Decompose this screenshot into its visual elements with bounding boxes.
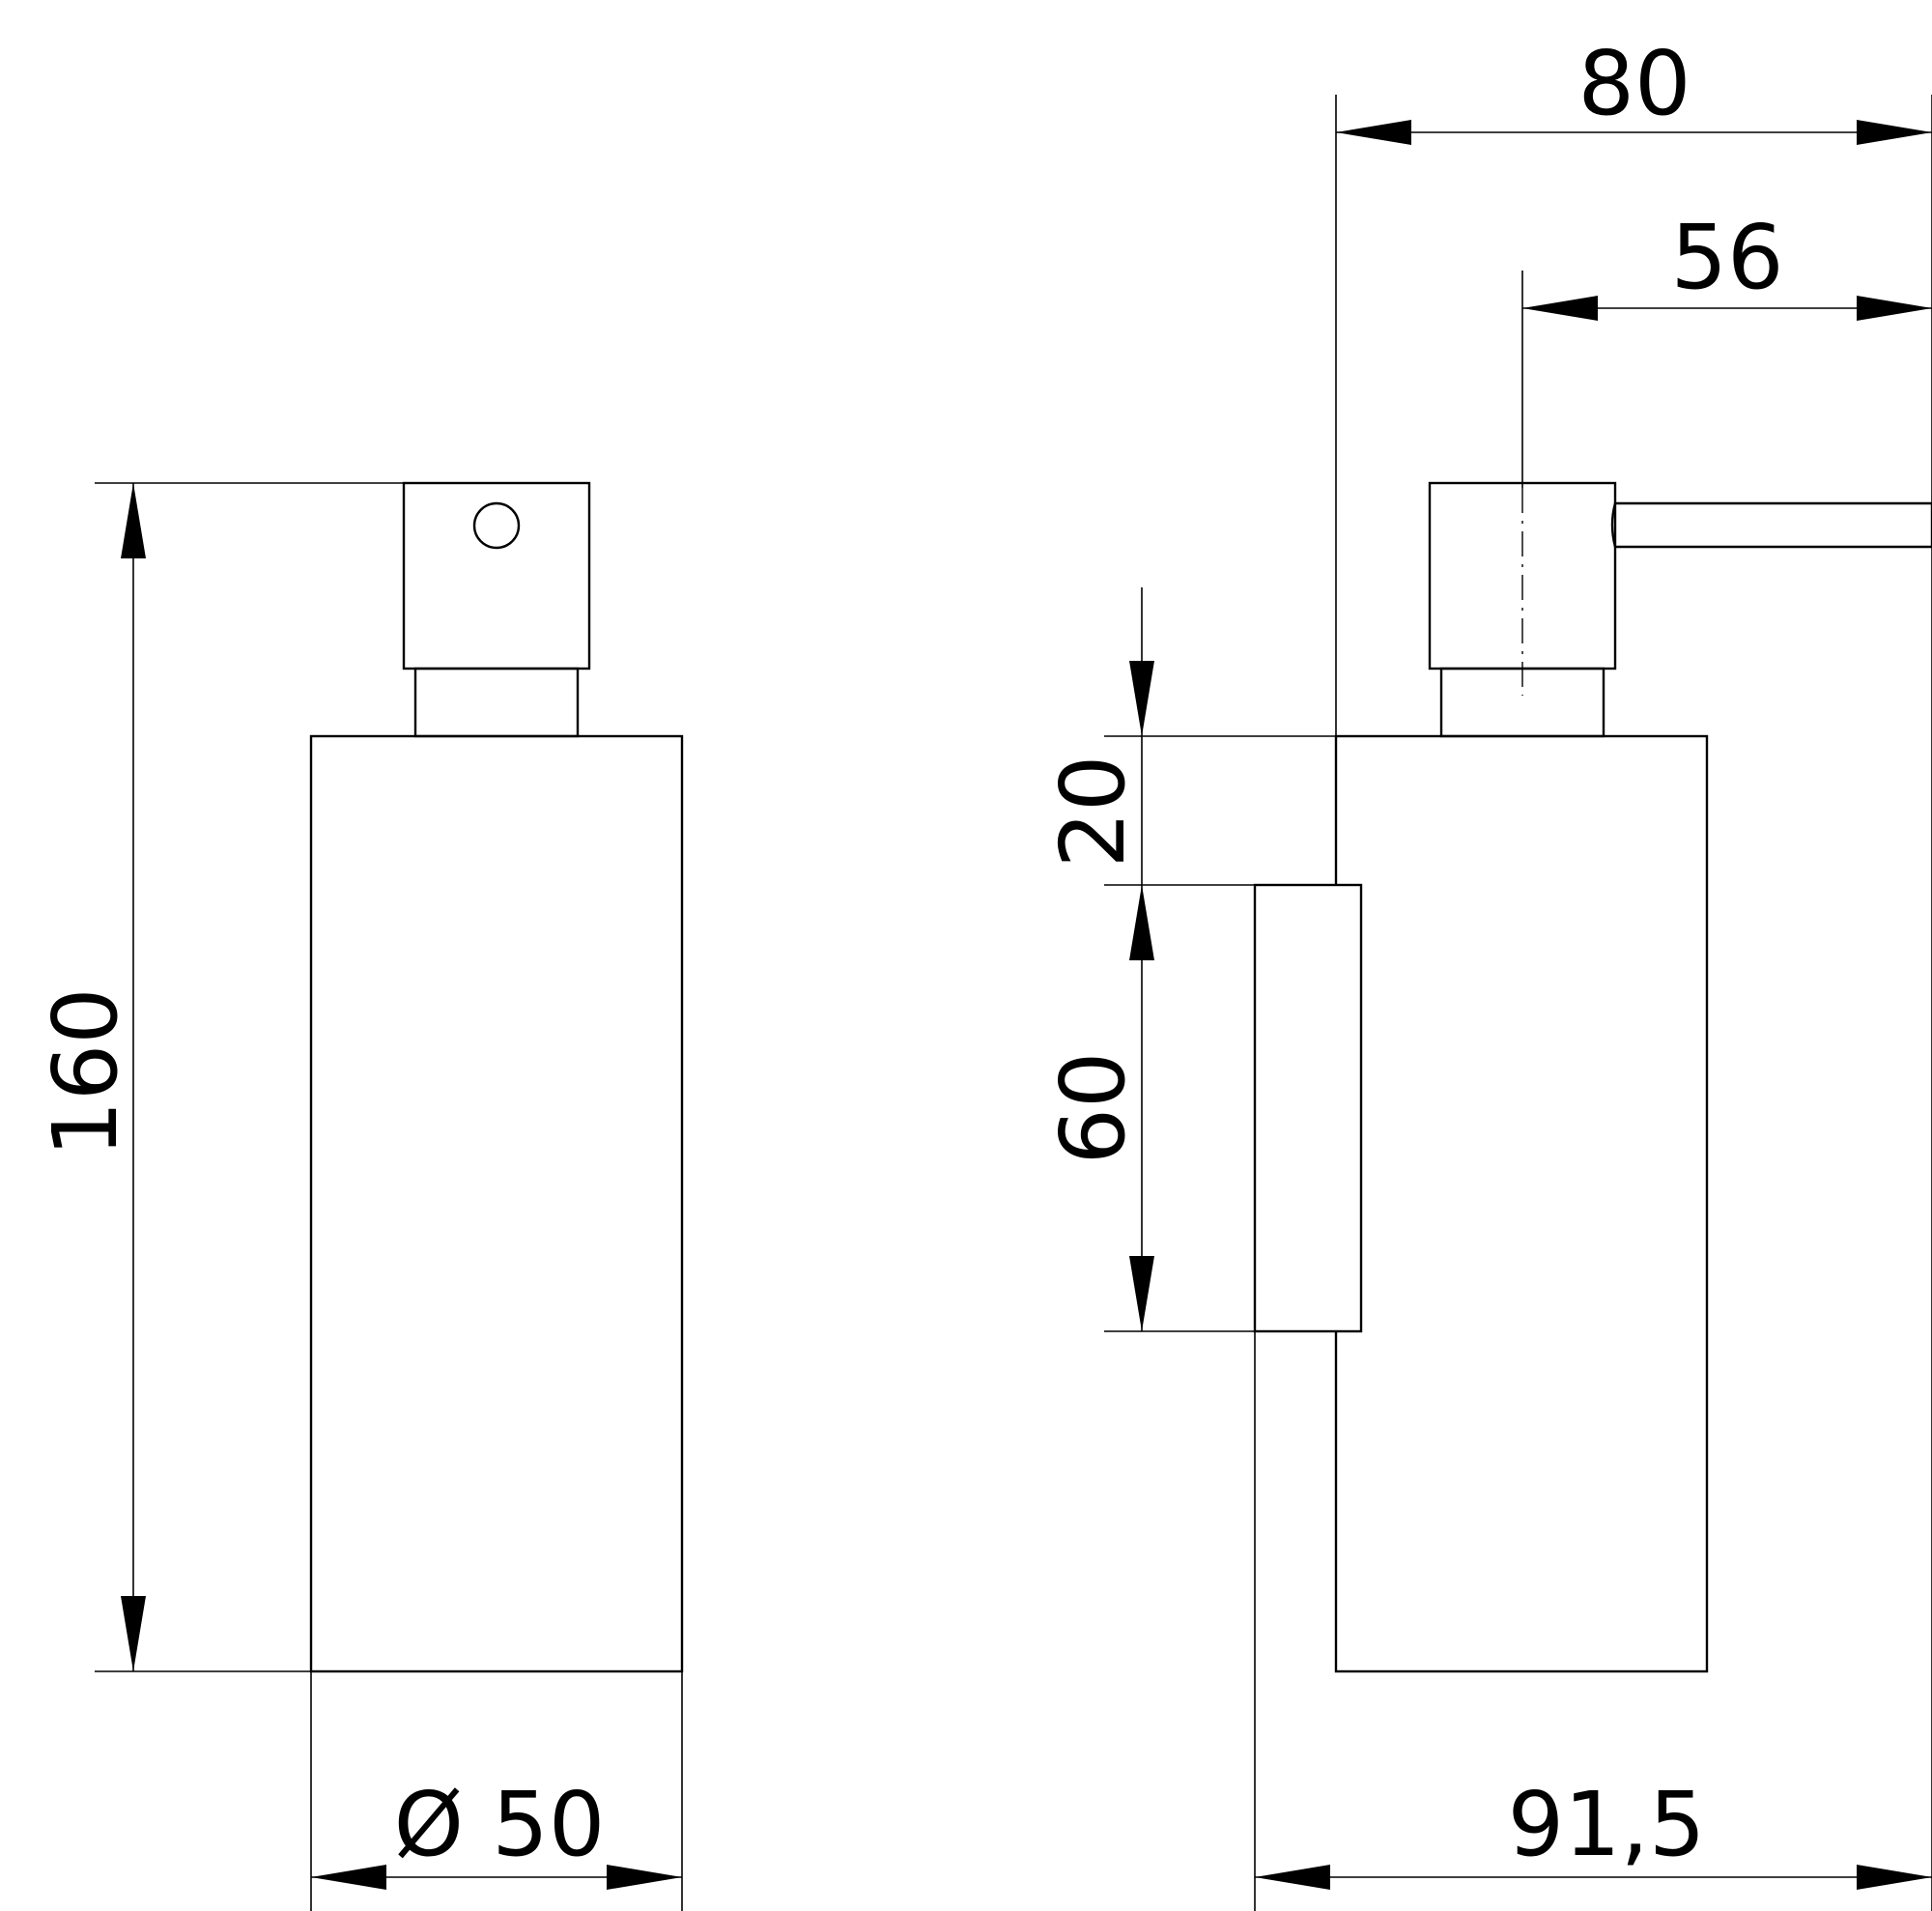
front-view <box>309 481 684 1673</box>
dim-label-56: 56 <box>1670 206 1783 309</box>
dim-arrow-down <box>1129 1256 1154 1331</box>
dimension-width-80: 80 <box>1335 32 1932 736</box>
front-pump-neck <box>413 667 580 738</box>
side-view <box>1253 481 1932 1673</box>
dim-arrow-up <box>1129 885 1154 960</box>
dimension-mount-vertical: 20 60 <box>1041 587 1336 1332</box>
dim-arrow-bottom <box>121 1596 146 1671</box>
dim-arrow-right <box>1857 296 1932 321</box>
dimension-height-160: 160 <box>34 482 404 1672</box>
dim-arrow-right <box>1857 120 1932 145</box>
dimension-spout-56: 56 <box>1521 206 1932 488</box>
side-bottle-body <box>1334 734 1709 1673</box>
dim-arrow-left <box>311 1865 386 1890</box>
dim-label-20: 20 <box>1041 755 1145 868</box>
side-spout <box>1610 501 1932 549</box>
dim-arrow-left <box>1336 120 1411 145</box>
dim-arrow-left <box>1255 1865 1330 1890</box>
dimension-depth-91-5: 91,5 <box>1254 547 1932 1911</box>
front-pump-head <box>402 481 591 670</box>
dim-label-diameter: Ø 50 <box>394 1773 606 1876</box>
dim-arrow-right <box>607 1865 682 1890</box>
dim-arrow-top <box>121 483 146 558</box>
dim-arrow-right <box>1857 1865 1932 1890</box>
dim-label-160: 160 <box>34 987 137 1157</box>
dim-arrow-down <box>1129 661 1154 736</box>
side-wall-mount <box>1253 883 1363 1333</box>
dim-label-80: 80 <box>1577 32 1690 135</box>
dim-label-91-5: 91,5 <box>1508 1773 1706 1876</box>
dim-label-60: 60 <box>1041 1051 1145 1164</box>
front-pump-hole <box>472 501 521 550</box>
dimension-diameter-50: Ø 50 <box>310 1671 683 1911</box>
dim-arrow-left <box>1522 296 1598 321</box>
front-bottle-body <box>309 734 684 1673</box>
